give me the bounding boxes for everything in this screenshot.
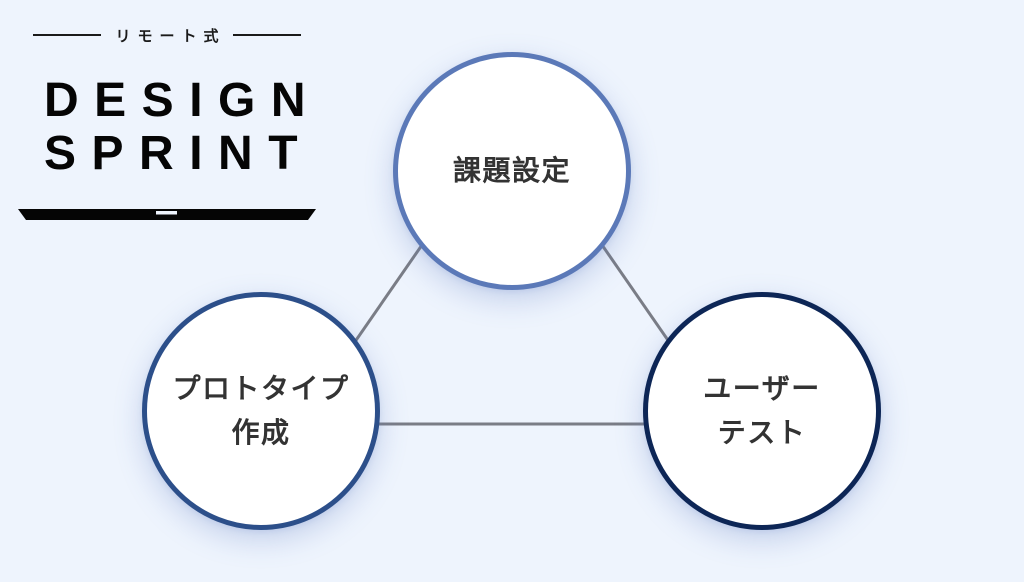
wordmark: DESIGN SPRINT	[44, 74, 322, 180]
node-label-line-2: 作成	[231, 416, 291, 449]
tagline-text: リモート式	[115, 26, 226, 45]
wordmark-line-1: DESIGN	[44, 74, 322, 127]
design-sprint-logo: リモート式 DESIGN SPRINT	[0, 0, 340, 230]
wordmark-line-2: SPRINT	[44, 127, 314, 180]
node-user-test: ユーザー テスト	[643, 292, 881, 530]
tagline-rule-right	[232, 34, 301, 36]
laptop-base-icon	[18, 209, 316, 220]
tagline-rule-left	[33, 34, 101, 36]
node-label: 課題設定	[452, 154, 571, 187]
tagline-row: リモート式	[33, 24, 301, 46]
node-prototype-creation: プロトタイプ 作成	[142, 292, 380, 530]
node-label-line-2: テスト	[717, 416, 807, 449]
node-label-line-1: ユーザー	[703, 372, 821, 405]
node-label-line-1: プロトタイプ	[172, 372, 350, 405]
node-problem-definition: 課題設定	[393, 52, 631, 290]
